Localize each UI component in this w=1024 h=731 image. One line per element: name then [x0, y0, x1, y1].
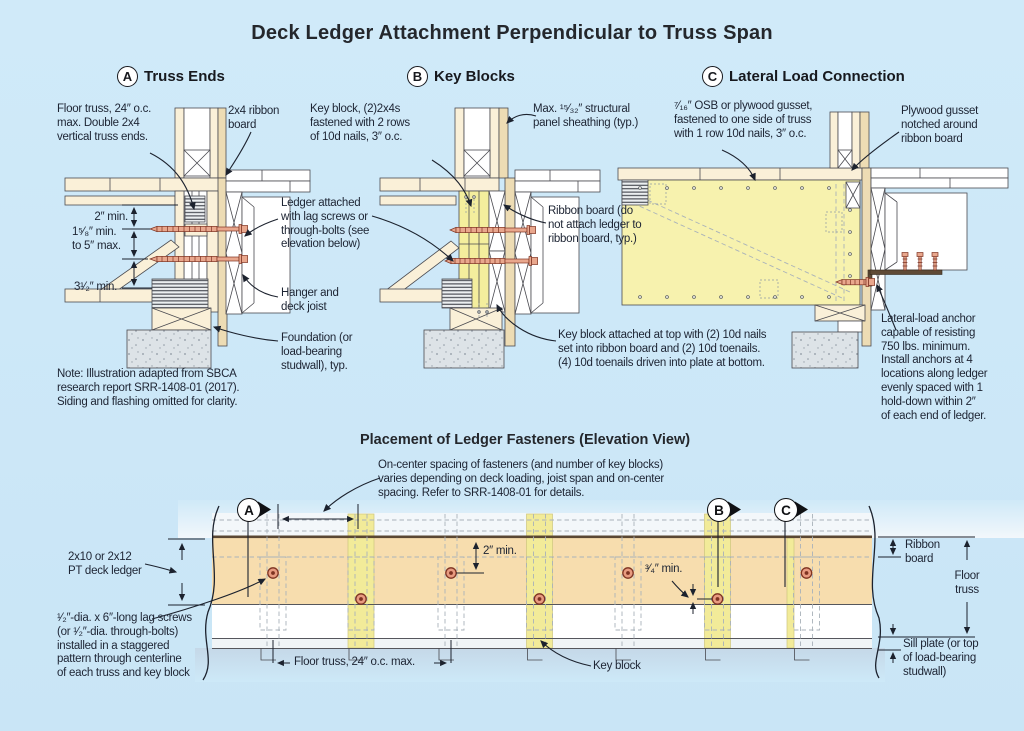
page-title: Deck Ledger Attachment Perpendicular to …: [251, 22, 773, 44]
section-c-heading-label: Lateral Load Connection: [729, 68, 905, 85]
label-c-notched: Plywood gusset notched around ribbon boa…: [901, 105, 979, 145]
label-a-dim-312: 3¹⁄₂″ min.: [74, 281, 118, 293]
elevation-marker-a: A: [237, 498, 261, 522]
label-a-foundation: Foundation (or load-bearing studwall), t…: [281, 332, 353, 372]
section-a-badge: A: [117, 66, 138, 87]
elevation-title: Placement of Ledger Fasteners (Elevation…: [359, 432, 691, 448]
label-b-ribbon-board: Ribbon board (do not attach ledger to ri…: [548, 205, 642, 245]
label-note: Note: Illustration adapted from SBCA res…: [57, 368, 240, 408]
label-a-hanger: Hanger and deck joist: [281, 287, 339, 313]
label-c-gusset: ⁷⁄₁₆″ OSB or plywood gusset, fastened to…: [674, 100, 813, 140]
label-e-ribbon-board: Ribbon board: [905, 539, 940, 565]
section-b-badge: B: [407, 66, 428, 87]
section-a-heading-label: Truss Ends: [144, 68, 225, 85]
label-b-key-block-attach: Key block attached at top with (2) 10d n…: [558, 329, 767, 369]
label-e-key-block: Key block: [593, 660, 641, 672]
gusset-nails: [638, 186, 852, 299]
label-e-floor-truss: Floor truss: [954, 570, 980, 596]
label-b-sheathing: Max. ¹⁵⁄₃₂″ structural panel sheathing (…: [533, 103, 639, 129]
label-e-dim-2min: 2″ min.: [483, 545, 517, 557]
section-c-heading: C Lateral Load Connection: [702, 66, 905, 87]
label-e-pt-ledger: 2x10 or 2x12 PT deck ledger: [68, 551, 142, 577]
detail-b-drawing: [371, 107, 601, 369]
detail-c-drawing: [617, 111, 1009, 369]
section-b-heading: B Key Blocks: [407, 66, 515, 87]
label-e-lag-screws: ¹⁄₂″-dia. x 6″-long lag screws (or ¹⁄₂″-…: [57, 612, 192, 680]
section-a-heading: A Truss Ends: [117, 66, 225, 87]
elevation-marker-b: B: [707, 498, 731, 522]
label-e-truss-oc: Floor truss, 24″ o.c. max.: [294, 656, 415, 668]
label-a-ribbon-board: 2x4 ribbon board: [228, 105, 280, 131]
label-a-dim-2min: 2″ min.: [94, 211, 128, 223]
label-c-anchor: Lateral-load anchor capable of resisting…: [881, 313, 988, 422]
elevation-drawing: [144, 477, 1024, 682]
label-a-dim-158: 1⁵⁄₈″ min. to 5″ max.: [72, 226, 121, 252]
label-a-ledger: Ledger attached with lag screws or throu…: [281, 197, 370, 251]
label-b-key-block: Key block, (2)2x4s fastened with 2 rows …: [310, 103, 410, 143]
section-b-heading-label: Key Blocks: [434, 68, 515, 85]
label-e-sill: Sill plate (or top of load-bearing studw…: [903, 638, 979, 678]
detail-a-drawing: [64, 107, 311, 369]
label-e-dim-34min: ³⁄₄″ min.: [645, 563, 683, 575]
anchor-bolts: [901, 252, 939, 271]
label-e-spacing: On-center spacing of fasteners (and numb…: [378, 459, 664, 499]
section-c-badge: C: [702, 66, 723, 87]
elevation-marker-c: C: [774, 498, 798, 522]
label-a-floor-truss: Floor truss, 24″ o.c. max. Double 2x4 ve…: [57, 103, 152, 143]
